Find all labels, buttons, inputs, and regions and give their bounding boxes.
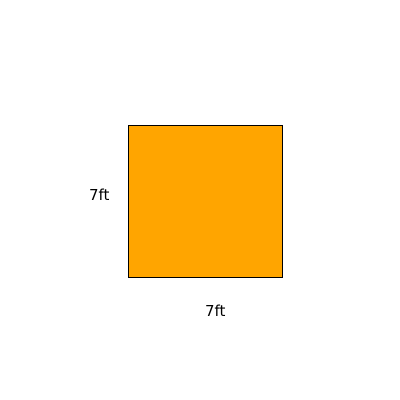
side-length-label-bottom: 7ft	[205, 302, 226, 320]
square-shape	[128, 125, 283, 278]
side-length-label-left: 7ft	[89, 186, 110, 204]
